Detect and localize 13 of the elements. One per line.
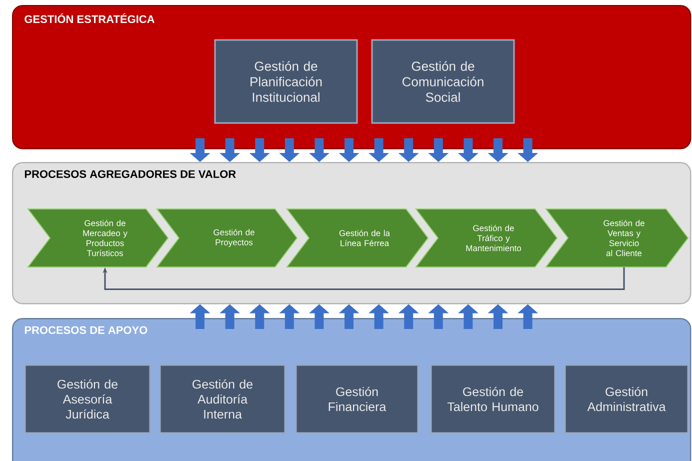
feedback-arrow <box>102 267 625 290</box>
process-box: Gestión de Asesoría Jurídica <box>24 364 151 434</box>
chevron-step: Gestión de Ventas y Servicio al Cliente <box>545 208 689 268</box>
process-box: Gestión Financiera <box>295 364 419 434</box>
chevron-step: Gestión de Tráfico y Mantenimiento <box>415 208 558 268</box>
process-box: Gestión Administrativa <box>564 364 689 434</box>
process-box: Gestión de Planificación Institucional <box>214 39 358 124</box>
chevron-step: Gestión de la Línea Férrea <box>286 208 429 268</box>
chevron-step: Gestión de Proyectos <box>156 208 298 268</box>
chevron-step: Gestión de Mercadeo y Productos Turísticos <box>27 208 169 268</box>
process-box: Gestión de Auditoría Interna <box>159 364 286 434</box>
process-box: Gestión de Comunicación Social <box>371 39 515 124</box>
process-box: Gestión de Talento Humano <box>430 364 556 434</box>
